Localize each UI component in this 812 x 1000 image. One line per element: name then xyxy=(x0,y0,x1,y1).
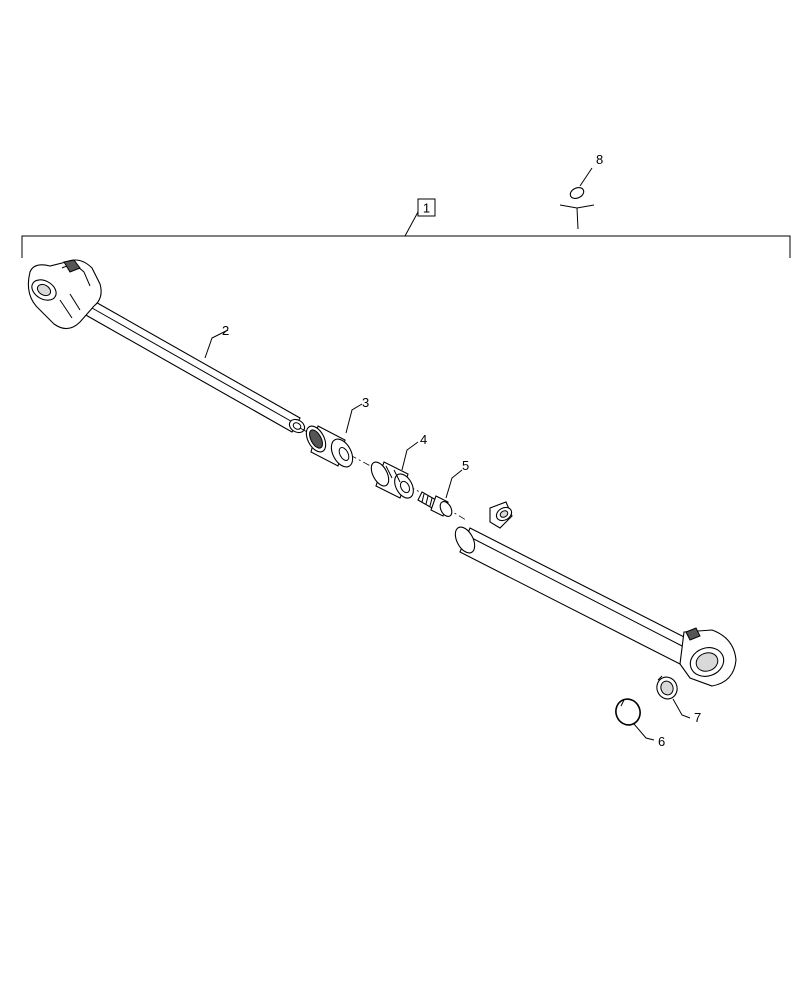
gland-item-3[interactable]: 3 xyxy=(302,395,369,470)
assembly-bracket xyxy=(21,211,791,258)
piston-rod-item-2[interactable]: 2 xyxy=(27,259,307,435)
callout-5-label: 5 xyxy=(462,458,469,473)
callout-1-box[interactable]: 1 xyxy=(417,198,436,217)
piston-bolt-item-5[interactable]: 5 xyxy=(417,458,469,518)
callout-4-label: 4 xyxy=(420,432,427,447)
callout-8-label: 8 xyxy=(596,152,603,167)
callout-1-label: 1 xyxy=(423,201,430,216)
seal-kit-item-8[interactable]: 8 xyxy=(559,152,603,230)
piston-item-4[interactable]: 4 xyxy=(368,432,428,501)
callout-2-label: 2 xyxy=(222,323,229,338)
callout-3-label: 3 xyxy=(362,395,369,410)
cylinder-barrel[interactable] xyxy=(451,501,737,687)
snap-ring-item-6[interactable]: 6 xyxy=(612,696,665,749)
bushing-item-7[interactable]: 7 xyxy=(654,674,701,725)
callout-7-label: 7 xyxy=(694,710,701,725)
callout-6-label: 6 xyxy=(658,734,665,749)
